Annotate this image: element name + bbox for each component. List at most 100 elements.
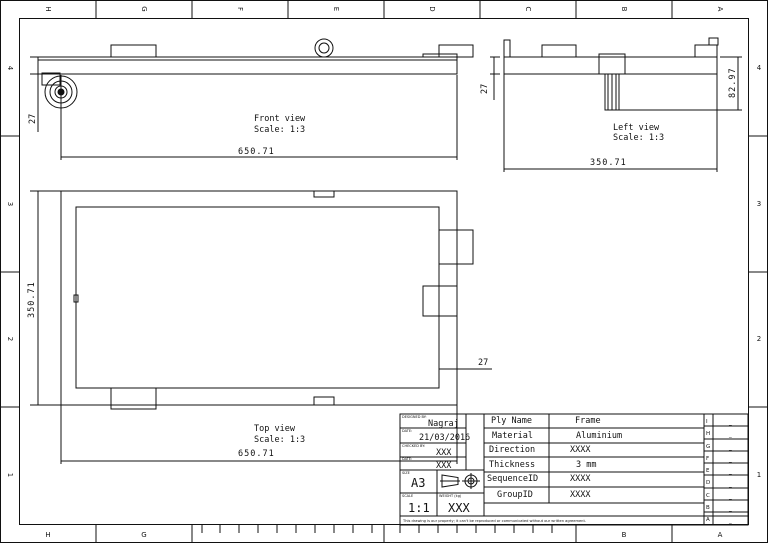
revision-value-6: _ [728, 494, 732, 500]
zone-left-0: 4 [6, 66, 14, 71]
prop-label-3: Thickness [489, 460, 535, 470]
zone-top-1: G [140, 6, 148, 11]
prop-value-3: 3 mm [576, 460, 596, 470]
date: 21/03/2016 [419, 433, 470, 443]
sheet-scale: 1:1 [408, 501, 430, 515]
left-view-title: Left view [613, 123, 660, 133]
revision-value-8: _ [728, 518, 732, 524]
props-table: Ply Name Frame Material Aluminium Direct… [487, 416, 622, 500]
date-label: DATE: [402, 429, 412, 433]
revision-4: E [706, 468, 710, 474]
title-block [399, 413, 749, 526]
revision-5: D [706, 480, 710, 486]
sheet-size: A3 [411, 476, 425, 490]
top-view-width-dim: 650.71 [238, 449, 275, 459]
revision-0: I [706, 419, 708, 425]
top-view-scale: Scale: 1:3 [254, 435, 305, 445]
prop-value-1: Aluminium [576, 431, 622, 441]
revision-8: A [706, 517, 710, 523]
zone-labels: H G F E D C B A H G B A 4 3 2 1 4 3 2 1 [6, 6, 762, 539]
weight-label: WEIGHT (kg) [439, 494, 462, 498]
zone-top-5: C [524, 7, 532, 12]
left-view-height-dim-left: 27 [480, 84, 490, 94]
left-view [490, 37, 742, 172]
front-view-bracket-right [438, 44, 474, 58]
prop-value-2: XXXX [570, 445, 591, 455]
revision-value-5: _ [728, 482, 732, 488]
designed-by-label: DESIGNED BY: [402, 415, 427, 419]
prop-label-2: Direction [489, 445, 535, 455]
front-view [30, 38, 474, 160]
top-view-tab-dim: 27 [478, 358, 488, 368]
top-view-bracket-right-mid [422, 285, 458, 317]
size-label: SIZE [402, 471, 410, 475]
designed-by: Nagraj [428, 419, 459, 429]
zone-top-3: E [332, 7, 340, 11]
revision-value-0: _ [728, 420, 732, 426]
left-view-height-dim-right: 82.97 [728, 67, 738, 98]
zone-right-2: 2 [757, 335, 761, 343]
revision-value-7: _ [728, 506, 732, 512]
revision-value-4: _ [728, 469, 732, 475]
zone-top-2: F [236, 7, 244, 11]
bottom-ruler [201, 525, 553, 533]
zone-top-7: A [716, 7, 724, 12]
front-view-height-dim: 27 [28, 114, 38, 124]
prop-label-0: Ply Name [491, 416, 532, 426]
top-view-title: Top view [254, 424, 296, 434]
zone-bottom-1: G [141, 531, 146, 539]
top-view-height-dim: 350.71 [27, 281, 37, 318]
front-view-scale: Scale: 1:3 [254, 125, 305, 135]
title-block-text: DESIGNED BY: Nagraj DATE: 21/03/2016 C H E… [402, 415, 732, 524]
revision-6: C [706, 493, 710, 499]
top-view [30, 190, 492, 464]
checked-by: XXX [436, 448, 452, 458]
revision-3: F [706, 456, 709, 462]
revision-2: G [706, 444, 710, 450]
projection-symbol-icon [440, 473, 480, 489]
zone-bottom-3: A [718, 531, 723, 539]
top-view-outer-frame [60, 190, 458, 406]
front-view-profile [37, 56, 458, 75]
prop-label-4: SequenceID [487, 474, 538, 484]
prop-label-1: Material [492, 431, 533, 441]
prop-value-0: Frame [575, 416, 601, 426]
date2-label: DATE: [402, 457, 412, 461]
zone-left-1: 3 [6, 202, 14, 206]
zone-top-0: H [44, 6, 52, 11]
front-view-title: Front view [254, 114, 306, 124]
top-view-inner-frame [75, 206, 440, 389]
front-view-bracket [110, 44, 157, 58]
left-view-scale: Scale: 1:3 [613, 133, 664, 143]
left-view-text: Left view Scale: 1:3 350.71 27 82.97 [480, 67, 738, 168]
prop-label-5: GroupID [497, 490, 533, 500]
zone-top-6: B [620, 7, 628, 12]
zone-left-3: 1 [6, 473, 14, 477]
scale-label: SCALE [402, 494, 413, 498]
top-view-bracket-right-top [438, 229, 474, 265]
copyright-notice: This drawing is our property; it can't b… [402, 519, 586, 523]
prop-value-4: XXXX [570, 474, 591, 484]
left-view-width-dim: 350.71 [590, 158, 627, 168]
revision-1: H [706, 431, 710, 437]
revision-value-3: _ [728, 457, 732, 463]
prop-value-5: XXXX [570, 490, 591, 500]
zone-bottom-2: B [622, 531, 627, 539]
revision-7: B [706, 505, 710, 511]
revision-table: I H G F E D C B A _ _ _ _ _ _ _ _ _ [706, 419, 732, 524]
zone-left-2: 2 [6, 337, 14, 341]
zone-right-0: 4 [757, 64, 762, 72]
weight: XXX [448, 501, 470, 515]
date2: XXX [436, 461, 452, 471]
front-view-boss [314, 38, 334, 58]
revision-value-2: _ [728, 445, 732, 451]
front-view-text: Front view Scale: 1:3 650.71 27 [28, 114, 306, 157]
front-view-width-dim: 650.71 [238, 147, 275, 157]
zone-bottom-0: H [45, 531, 50, 539]
top-view-bracket-bottom [110, 387, 157, 410]
top-view-text: Top view Scale: 1:3 650.71 350.71 27 [27, 281, 488, 459]
revision-value-1: _ [728, 432, 732, 438]
zone-right-1: 3 [757, 200, 761, 208]
